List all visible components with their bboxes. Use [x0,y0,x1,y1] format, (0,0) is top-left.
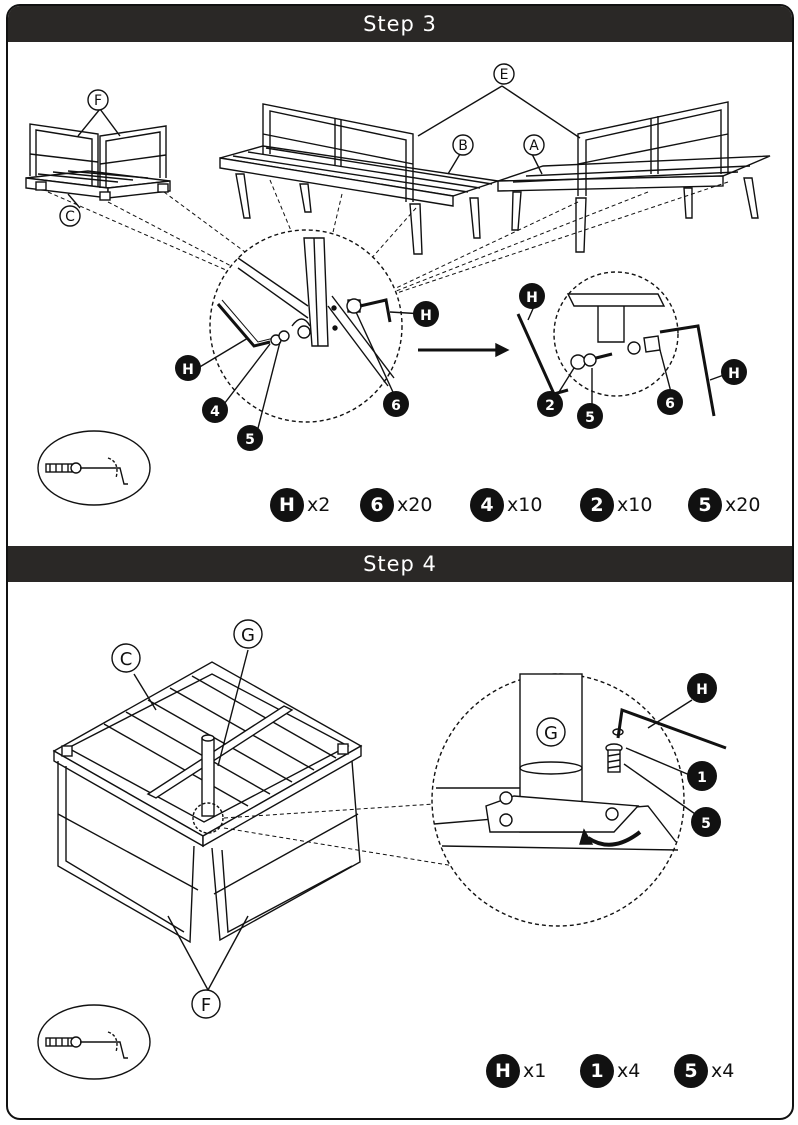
svg-text:B: B [458,138,468,154]
part-count: x20 [397,494,433,516]
table-frame-drawing [52,661,363,944]
callout-F-table: F [191,989,221,1019]
part-count: x2 [307,494,331,516]
callout-G-detail: G [536,717,566,747]
callout-5-c: 5 [691,807,721,837]
callout-1: 1 [687,761,717,791]
svg-text:H: H [420,308,432,324]
part-badge: 6 [360,488,394,522]
allen-key-hint-3 [45,457,128,485]
callout-H-2: H [413,301,439,327]
svg-text:5: 5 [585,410,595,426]
callout-6-a: 6 [383,391,409,417]
svg-text:H: H [182,362,194,378]
tool-hint-bubble-3 [37,430,151,506]
svg-text:1: 1 [697,770,707,786]
assembly-illustration: E B A F C C G F G H 4 5 6 H H 2 5 6 H H … [25,63,771,1080]
part-count: x10 [617,494,653,516]
callout-5-b: 5 [577,403,603,429]
svg-text:H: H [526,290,538,306]
callout-H-4: H [721,359,747,385]
corner-seat-drawing [25,123,171,201]
svg-text:G: G [544,723,558,744]
part-count: x10 [507,494,543,516]
svg-text:C: C [65,209,75,225]
part-badge: 5 [688,488,722,522]
svg-text:E: E [500,67,509,83]
part-badge: H [486,1054,520,1088]
part-badge: 4 [470,488,504,522]
svg-text:A: A [529,138,539,154]
sofa-left-section [219,103,499,255]
svg-text:H: H [696,682,708,698]
callout-5-a: 5 [237,425,263,451]
part-badge: 1 [580,1054,614,1088]
detail-circle-2 [553,271,679,397]
callout-B: B [452,134,474,156]
callout-G-table: G [233,619,263,649]
tool-hint-bubble-4 [37,1004,151,1080]
svg-text:F: F [94,93,102,109]
svg-text:6: 6 [665,396,675,412]
svg-text:H: H [728,366,740,382]
svg-text:2: 2 [545,398,555,414]
callout-F-small: F [87,89,109,111]
callout-E: E [493,63,515,85]
step-3-header: Step 3 [8,6,792,42]
svg-text:5: 5 [701,816,711,832]
step-4-header: Step 4 [8,546,792,582]
callout-C-table: C [111,643,141,673]
svg-text:6: 6 [391,398,401,414]
instruction-sheet: Step 3 Step 4 [6,4,794,1120]
svg-text:C: C [120,649,133,670]
callout-4: 4 [202,397,228,423]
part-count: x1 [523,1060,547,1082]
callout-2: 2 [537,391,563,417]
callout-A: A [523,134,545,156]
callout-H-3: H [519,283,545,309]
svg-text:F: F [201,995,211,1016]
pole-base-detail [433,673,727,851]
callout-H-5: H [687,673,717,703]
callout-C-small: C [59,205,81,227]
part-badge: 5 [674,1054,708,1088]
part-count: x4 [711,1060,735,1082]
sofa-right-section [497,101,771,253]
callout-H-1: H [175,355,201,381]
allen-key-hint-4 [45,1031,128,1059]
svg-text:4: 4 [210,404,220,420]
part-badge: 2 [580,488,614,522]
detail-bolt-assembly [216,237,395,387]
part-badge: H [270,488,304,522]
callout-6-b: 6 [657,389,683,415]
svg-text:G: G [241,625,255,646]
part-count: x4 [617,1060,641,1082]
part-count: x20 [725,494,761,516]
svg-text:5: 5 [245,432,255,448]
